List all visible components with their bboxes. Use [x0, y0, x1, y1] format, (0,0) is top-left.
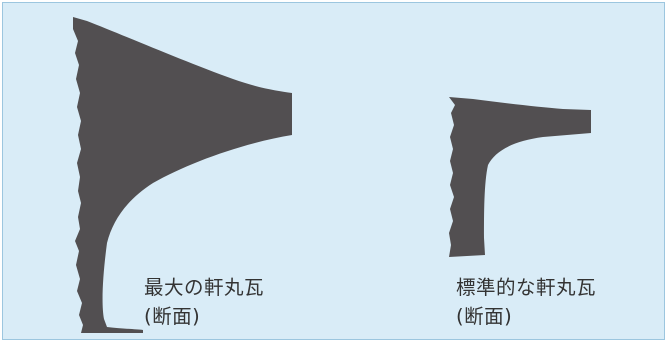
large-tile-label: 最大の軒丸瓦: [144, 276, 265, 299]
large-tile-sublabel: (断面): [144, 305, 201, 328]
large-roof-tile-section: [73, 17, 292, 333]
large-tile-caption: 最大の軒丸瓦 (断面): [144, 273, 264, 331]
tile-cross-sections: [73, 17, 591, 333]
standard-tile-sublabel: (断面): [456, 305, 513, 328]
standard-roof-tile-section: [449, 97, 591, 257]
standard-tile-caption: 標準的な軒丸瓦 (断面): [456, 273, 596, 331]
standard-tile-label: 標準的な軒丸瓦: [456, 276, 597, 299]
